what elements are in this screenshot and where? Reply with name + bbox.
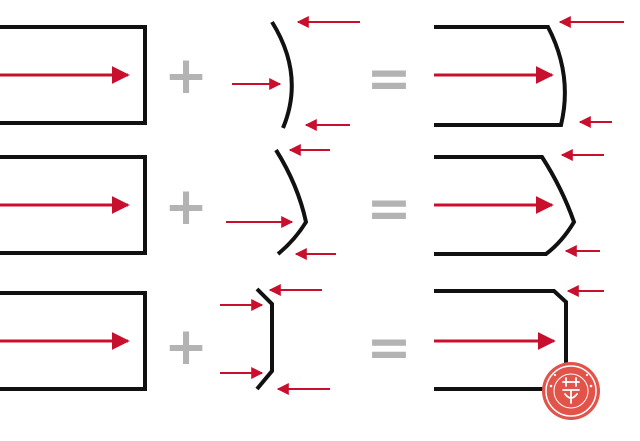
combined-shape — [434, 155, 577, 256]
row-3: + = — [0, 284, 604, 395]
equals-operator: = — [366, 177, 411, 240]
plus-operator: + — [164, 177, 208, 237]
left-rectangle — [0, 291, 147, 391]
row-2: + = — [0, 144, 604, 260]
plus-operator: + — [164, 317, 208, 377]
plus-operator: + — [164, 46, 208, 106]
left-rectangle — [0, 155, 147, 255]
equals-operator: = — [366, 316, 411, 379]
bracket-end-cap — [255, 287, 274, 391]
row-1: + = — [0, 16, 624, 131]
concave-end-cap — [270, 20, 294, 129]
combined-shape — [434, 25, 567, 127]
angled-end-cap — [274, 148, 309, 256]
equals-operator: = — [366, 47, 411, 110]
combined-shape — [434, 289, 568, 391]
left-rectangle — [0, 25, 147, 125]
seal-logo-icon — [542, 362, 600, 420]
